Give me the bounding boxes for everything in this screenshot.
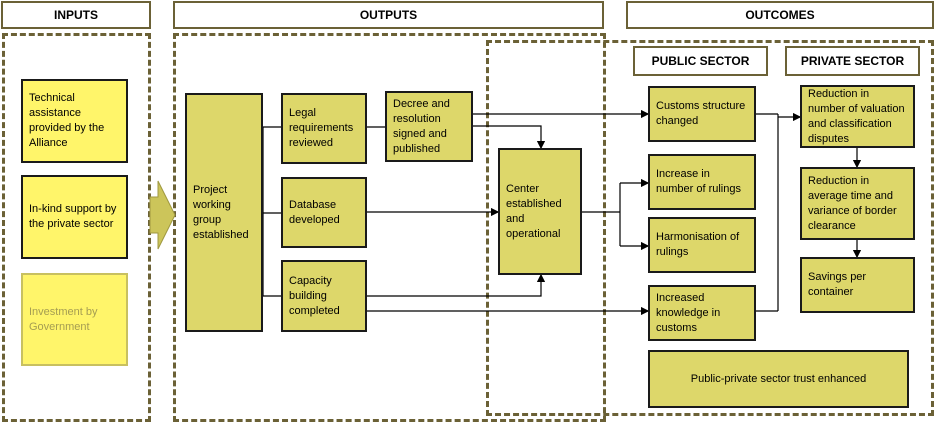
outcome-valuation-disputes-label: Reduction in number of valuation and cla… — [808, 87, 905, 145]
outcome-trust-enhanced: Public-private sector trust enhanced — [648, 350, 909, 408]
output-legal-requirements: Legal requirements reviewed — [281, 93, 367, 164]
outcome-rulings-increase: Increase in number of rulings — [648, 154, 756, 210]
outcome-border-clearance-label: Reduction in average time and variance o… — [808, 174, 897, 232]
outcome-customs-structure-label: Customs structure changed — [656, 100, 746, 127]
outcomes-group — [486, 40, 934, 416]
output-database-developed-label: Database developed — [289, 198, 340, 226]
output-legal-requirements-label: Legal requirements reviewed — [289, 107, 354, 149]
output-decree-resolution-label: Decree and resolution signed and publish… — [393, 97, 450, 155]
outcome-border-clearance: Reduction in average time and variance o… — [800, 167, 915, 240]
outcome-trust-enhanced-label: Public-private sector trust enhanced — [690, 372, 867, 385]
output-database-developed: Database developed — [281, 177, 367, 248]
input-government-investment-label: Investment by Government — [29, 305, 98, 333]
outcome-harmonisation: Harmonisation of rulings — [648, 217, 756, 273]
input-technical-assistance: Technical assistance provided by the All… — [21, 79, 128, 163]
inputs-flow-arrow — [149, 180, 176, 250]
outputs-header-label: OUTPUTS — [359, 8, 418, 22]
outcome-increased-knowledge: Increased knowledge in customs — [648, 285, 756, 341]
outcomes-header: OUTCOMES — [626, 1, 934, 29]
output-decree-resolution: Decree and resolution signed and publish… — [385, 91, 473, 162]
outcome-savings-container-label: Savings per container — [808, 271, 867, 298]
output-center-established: Center established and operational — [498, 148, 582, 275]
private-sector-header-label: PRIVATE SECTOR — [800, 54, 905, 68]
private-sector-header: PRIVATE SECTOR — [785, 46, 920, 76]
outcome-rulings-increase-label: Increase in number of rulings — [656, 168, 741, 195]
output-capacity-building-label: Capacity building completed — [289, 274, 340, 317]
output-center-established-label: Center established and operational — [506, 182, 562, 240]
output-capacity-building: Capacity building completed — [281, 260, 367, 332]
outcomes-header-label: OUTCOMES — [745, 8, 815, 22]
outcome-customs-structure: Customs structure changed — [648, 86, 756, 142]
inputs-header: INPUTS — [1, 1, 151, 29]
outcome-increased-knowledge-label: Increased knowledge in customs — [656, 291, 721, 334]
input-technical-assistance-label: Technical assistance provided by the All… — [29, 92, 105, 149]
input-inkind-support-label: In-kind support by the private sector — [29, 203, 117, 230]
input-inkind-support: In-kind support by the private sector — [21, 175, 128, 259]
outcome-savings-container: Savings per container — [800, 257, 915, 313]
public-sector-header: PUBLIC SECTOR — [633, 46, 768, 76]
public-sector-header-label: PUBLIC SECTOR — [651, 54, 750, 68]
inputs-header-label: INPUTS — [53, 8, 98, 22]
input-government-investment: Investment by Government — [21, 273, 128, 366]
output-project-working-group: Project working group established — [185, 93, 263, 332]
outputs-header: OUTPUTS — [173, 1, 604, 29]
outcome-valuation-disputes: Reduction in number of valuation and cla… — [800, 85, 915, 148]
output-project-working-group-label: Project working group established — [193, 183, 249, 241]
outcome-harmonisation-label: Harmonisation of rulings — [656, 231, 740, 258]
outputs-group — [173, 33, 606, 422]
